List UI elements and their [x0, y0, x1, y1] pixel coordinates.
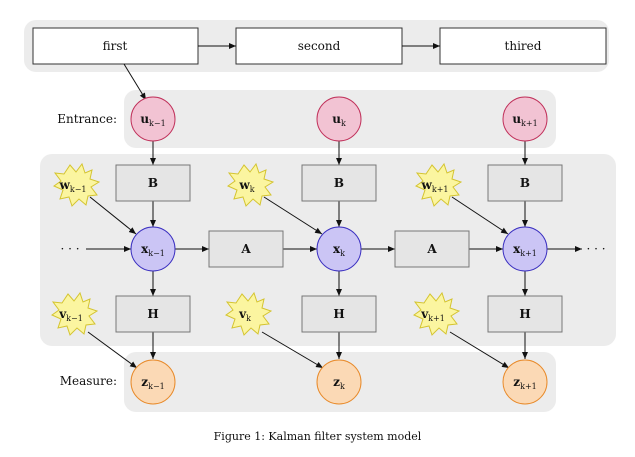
w-node-2-symbol: w [421, 178, 433, 192]
x-node-0-sub: k−1 [148, 249, 165, 258]
z-node-1-symbol: z [333, 375, 340, 389]
top-box-second-label: second [298, 39, 341, 53]
x-node-0-symbol: x [141, 242, 149, 256]
noise-v-0: vk−1 [50, 291, 99, 336]
svg-text:zk−1: zk−1 [141, 375, 164, 391]
x-node-0: xk−1 [130, 226, 176, 272]
z-node-0-sub: k−1 [148, 382, 165, 391]
svg-text:uk+1: uk+1 [512, 112, 537, 128]
u-node-0: uk−1 [130, 96, 176, 142]
x-node-1-sub: k [340, 249, 345, 258]
box-H-1: H [301, 295, 377, 333]
box-B-0-label: B [148, 176, 158, 190]
z-node-0-symbol: z [141, 375, 148, 389]
column-2: uk+1 B wk+1 xk+1 H vk+1 zk+1 [412, 96, 563, 405]
z-node-1: zk [316, 359, 362, 405]
z-node-2: zk+1 [502, 359, 548, 405]
top-box-second: second [235, 27, 403, 65]
svg-text:vk+1: vk+1 [420, 307, 445, 323]
box-B-1-label: B [334, 176, 344, 190]
top-box-first: first [32, 27, 199, 65]
w-node-0-sub: k−1 [70, 185, 87, 194]
box-A-0: A [208, 230, 284, 268]
z-node-2-symbol: z [513, 375, 520, 389]
box-B-2: B [487, 164, 563, 202]
u-node-0-sub: k−1 [149, 119, 166, 128]
figure-caption: Figure 1: Kalman filter system model [213, 430, 422, 443]
x-node-2: xk+1 [502, 226, 548, 272]
x-node-1-symbol: x [333, 242, 341, 256]
v-node-1-sub: k [246, 314, 251, 323]
z-node-0: zk−1 [130, 359, 176, 405]
u-node-2-sub: k+1 [521, 119, 538, 128]
w-node-1-sub: k [250, 185, 255, 194]
top-box-first-label: first [103, 39, 128, 53]
svg-text:zk+1: zk+1 [513, 375, 536, 391]
svg-text:xk: xk [333, 242, 345, 258]
w-node-1-symbol: w [238, 178, 250, 192]
box-B-2-label: B [520, 176, 530, 190]
w-node-2-sub: k+1 [432, 185, 449, 194]
v-node-0-symbol: v [58, 307, 67, 321]
v-node-1-symbol: v [238, 307, 247, 321]
u-node-1-symbol: u [332, 112, 341, 126]
box-B-0: B [115, 164, 191, 202]
svg-text:zk: zk [333, 375, 345, 391]
u-node-1: uk [316, 96, 362, 142]
x-node-2-symbol: x [513, 242, 521, 256]
box-H-1-label: H [333, 307, 344, 321]
ellipsis-left: · · · [60, 242, 79, 256]
svg-text:wk+1: wk+1 [421, 178, 449, 194]
box-A-1: A [394, 230, 470, 268]
noise-w-2: wk+1 [414, 162, 463, 207]
svg-text:xk−1: xk−1 [141, 242, 165, 258]
svg-text:uk−1: uk−1 [140, 112, 165, 128]
top-box-thired-label: thired [505, 39, 542, 53]
ellipsis-right: · · · [586, 242, 605, 256]
box-H-2: H [487, 295, 563, 333]
svg-text:xk+1: xk+1 [513, 242, 537, 258]
box-A-1-label: A [426, 242, 437, 256]
top-box-thired: thired [439, 27, 607, 65]
z-node-2-sub: k+1 [520, 382, 537, 391]
v-node-2-sub: k+1 [428, 314, 445, 323]
svg-text:vk−1: vk−1 [58, 307, 83, 323]
x-node-2-sub: k+1 [520, 249, 537, 258]
arrow-first-u [123, 63, 147, 101]
u-node-0-symbol: u [140, 112, 149, 126]
box-B-1: B [301, 164, 377, 202]
box-H-0-label: H [147, 307, 158, 321]
noise-w-1: wk [226, 162, 275, 207]
v-node-0-sub: k−1 [66, 314, 83, 323]
z-node-1-sub: k [340, 382, 345, 391]
box-A-0-label: A [240, 242, 251, 256]
column-0: uk−1 B wk−1 xk−1 H vk−1 zk−1 [50, 96, 191, 405]
svg-text:wk−1: wk−1 [59, 178, 87, 194]
u-node-1-sub: k [341, 119, 346, 128]
measure-label: Measure: [60, 374, 117, 388]
svg-text:uk: uk [332, 112, 346, 128]
column-1: uk B wk xk H vk zk [224, 96, 377, 405]
svg-text:vk: vk [238, 307, 251, 323]
w-node-0-symbol: w [59, 178, 71, 192]
box-H-0: H [115, 295, 191, 333]
u-node-2: uk+1 [502, 96, 548, 142]
v-node-2-symbol: v [420, 307, 429, 321]
entrance-label: Entrance: [57, 112, 117, 126]
box-H-2-label: H [519, 307, 530, 321]
noise-w-0: wk−1 [52, 162, 101, 207]
svg-text:wk: wk [238, 178, 254, 194]
u-node-2-symbol: u [512, 112, 521, 126]
x-node-1: xk [316, 226, 362, 272]
noise-v-2: vk+1 [412, 291, 461, 336]
noise-v-1: vk [224, 291, 273, 336]
